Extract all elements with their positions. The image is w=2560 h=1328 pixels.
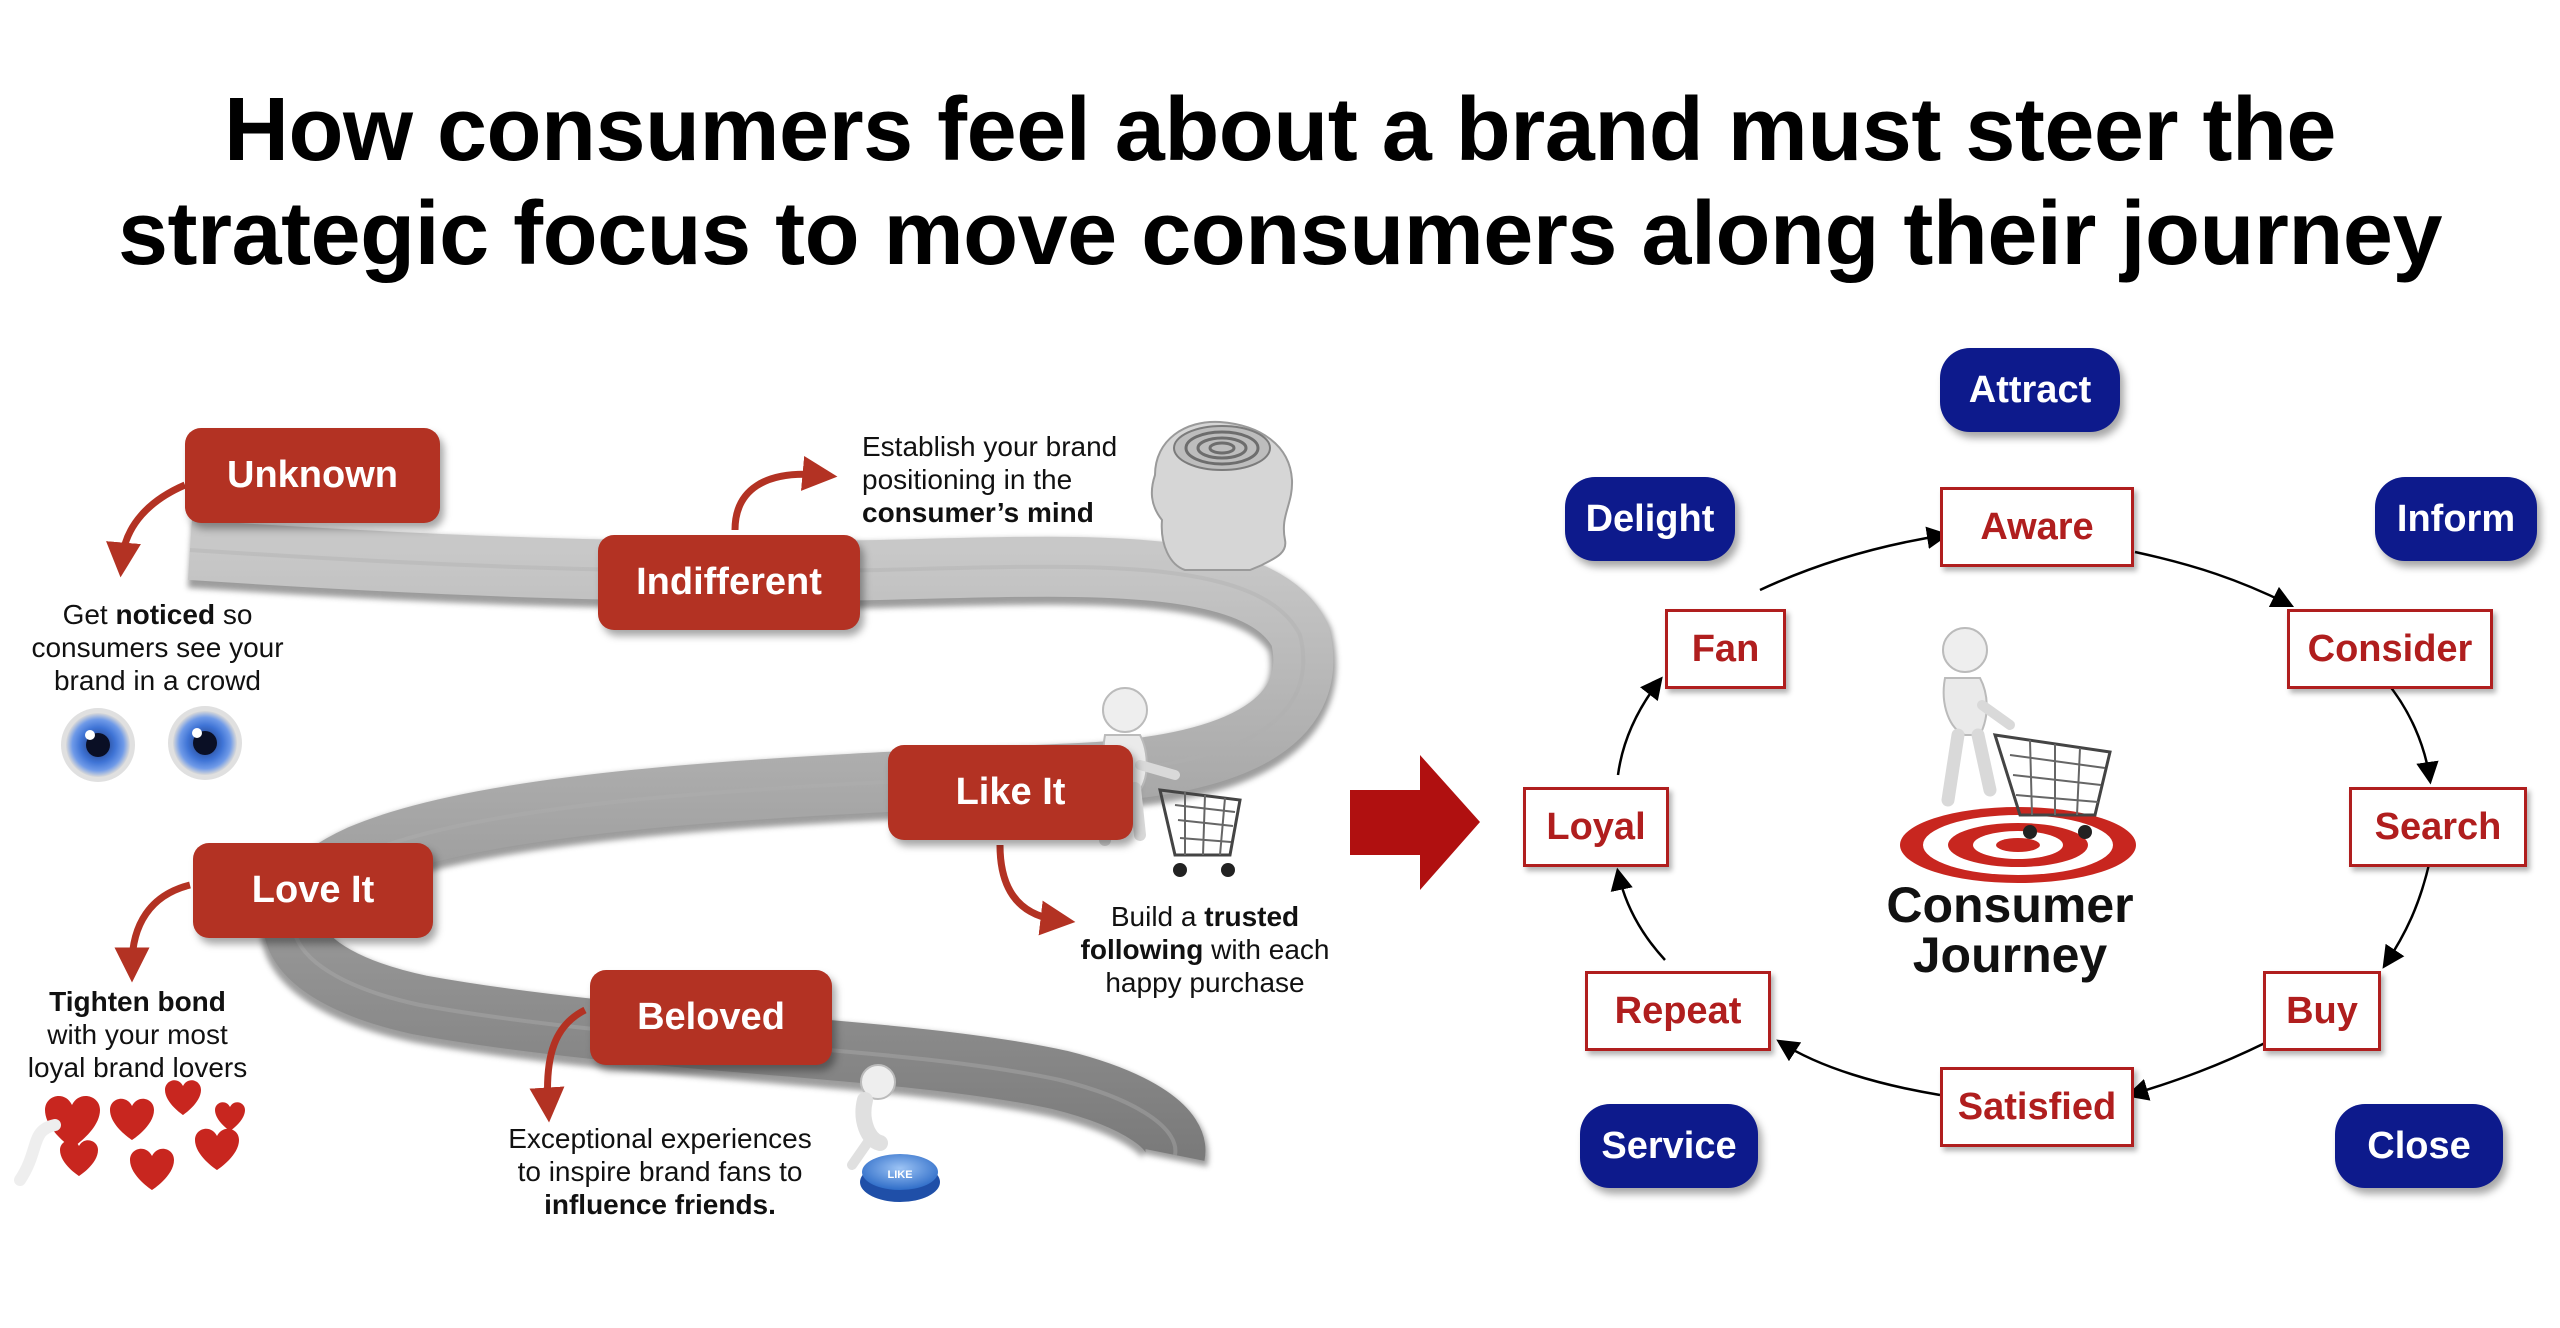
note-tighten: Tighten bond with your most loyal brand … <box>27 986 248 1083</box>
eyes-icon <box>61 706 242 782</box>
arrow-indifferent <box>731 455 838 531</box>
cycle-satisfied: Satisfied <box>1940 1067 2134 1147</box>
arrow-like-it <box>996 844 1076 936</box>
stage-like-it: Like It <box>888 745 1133 840</box>
note-establish: Establish your brand positioning in the … <box>862 431 1118 528</box>
note-noticed: Get noticed so consumers see your brand … <box>31 599 284 696</box>
arrow-unknown <box>106 481 187 578</box>
note-exceptional: Exceptional experiences to inspire brand… <box>508 1123 812 1220</box>
strategy-close: Close <box>2335 1104 2503 1188</box>
cycle-consider: Consider <box>2287 609 2493 689</box>
hearts-icon <box>14 1080 245 1190</box>
strategy-service: Service <box>1580 1104 1758 1188</box>
title-line-1: How consumers feel about a brand must st… <box>224 80 2336 180</box>
stage-indifferent: Indifferent <box>598 535 860 630</box>
cycle-search: Search <box>2349 787 2527 867</box>
cycle-fan: Fan <box>1665 609 1786 689</box>
stage-unknown: Unknown <box>185 428 440 523</box>
consumer-journey-label: Consumer Journey <box>1886 877 2134 983</box>
note-trusted: Build a trusted following with each happ… <box>1080 901 1330 998</box>
stage-love-it: Love It <box>193 843 433 938</box>
strategy-delight: Delight <box>1565 477 1735 561</box>
head-maze-icon <box>1150 420 1294 571</box>
like-button-figure-icon: LIKE <box>847 1064 940 1202</box>
target-shopper-icon <box>1900 627 2136 883</box>
cycle-aware: Aware <box>1940 487 2134 567</box>
cycle-ring <box>1610 526 2439 1101</box>
cycle-repeat: Repeat <box>1585 971 1771 1051</box>
arrow-love-it <box>114 881 191 983</box>
page-title: How consumers feel about a brand must st… <box>0 78 2560 286</box>
stage-beloved: Beloved <box>590 970 832 1065</box>
strategy-attract: Attract <box>1940 348 2120 432</box>
strategy-inform: Inform <box>2375 477 2537 561</box>
title-line-2: strategic focus to move consumers along … <box>117 184 2443 284</box>
arrow-beloved <box>529 1006 587 1123</box>
transition-arrow <box>1350 755 1480 890</box>
cycle-loyal: Loyal <box>1523 787 1669 867</box>
like-button-glyph: LIKE <box>887 1169 912 1181</box>
cycle-buy: Buy <box>2263 971 2381 1051</box>
